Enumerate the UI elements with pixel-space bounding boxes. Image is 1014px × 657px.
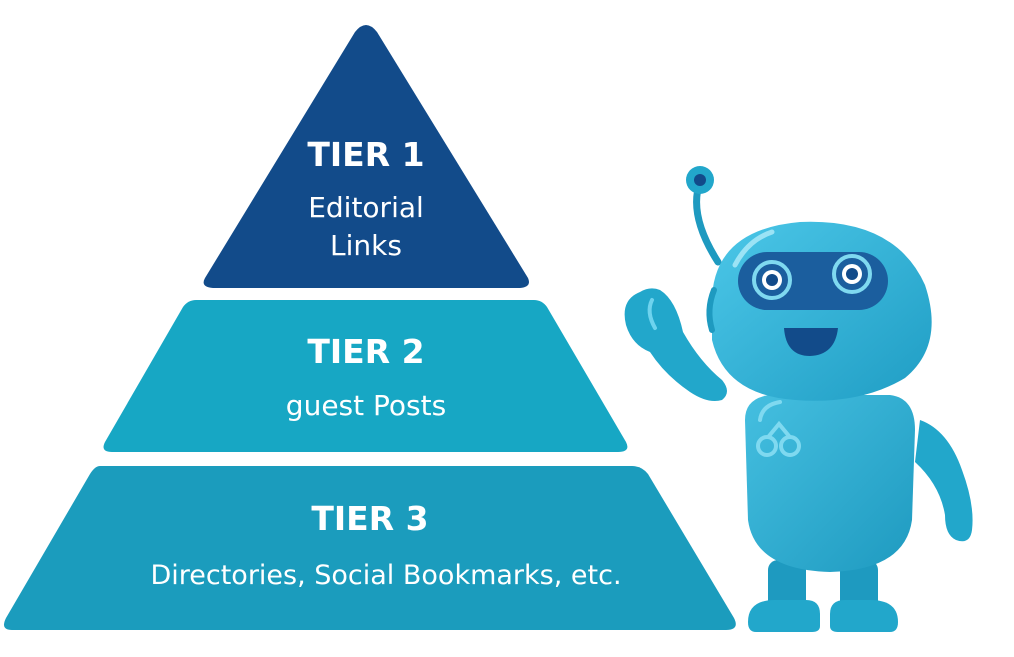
- tier-3-line-1: Directories, Social Bookmarks, etc.: [150, 560, 621, 591]
- robot-torso-highlight: [758, 400, 782, 422]
- robot-mouth: [784, 328, 838, 356]
- tier-2-line-1: guest Posts: [286, 389, 446, 422]
- robot-left-foot: [748, 600, 820, 632]
- tier-1-shape: [203, 25, 529, 288]
- tier-3-shape: [4, 466, 736, 630]
- robot-torso: [745, 395, 915, 572]
- tier-1-line-2: Links: [330, 229, 402, 262]
- tier-1-line-1: Editorial: [308, 191, 424, 224]
- robot-right-arm: [915, 420, 973, 542]
- robot-right-eye: [832, 254, 872, 294]
- robot-right-leg: [840, 560, 878, 612]
- tier-2: TIER 2 guest Posts: [103, 300, 628, 452]
- robot-arm-highlight: [647, 298, 657, 330]
- robot-mascot-icon: [624, 166, 973, 632]
- robot-ear: [706, 287, 717, 333]
- tier-1-title: TIER 1: [307, 135, 424, 174]
- robot-left-eye: [752, 260, 792, 300]
- tier-1: TIER 1 Editorial Links: [203, 25, 529, 288]
- tier-3-title: TIER 3: [311, 499, 428, 538]
- tier-2-title: TIER 2: [307, 332, 424, 371]
- tier-2-shape: [103, 300, 628, 452]
- robot-left-leg: [768, 560, 806, 612]
- robot-head-highlight: [732, 229, 775, 268]
- robot-antenna-dot: [694, 174, 706, 186]
- link-chain-icon: [756, 420, 801, 457]
- tier-3: TIER 3 Directories, Social Bookmarks, et…: [4, 466, 736, 630]
- pyramid: TIER 1 Editorial Links TIER 2 guest Post…: [4, 25, 736, 630]
- robot-antenna: [693, 178, 722, 266]
- robot-right-foot: [830, 600, 898, 632]
